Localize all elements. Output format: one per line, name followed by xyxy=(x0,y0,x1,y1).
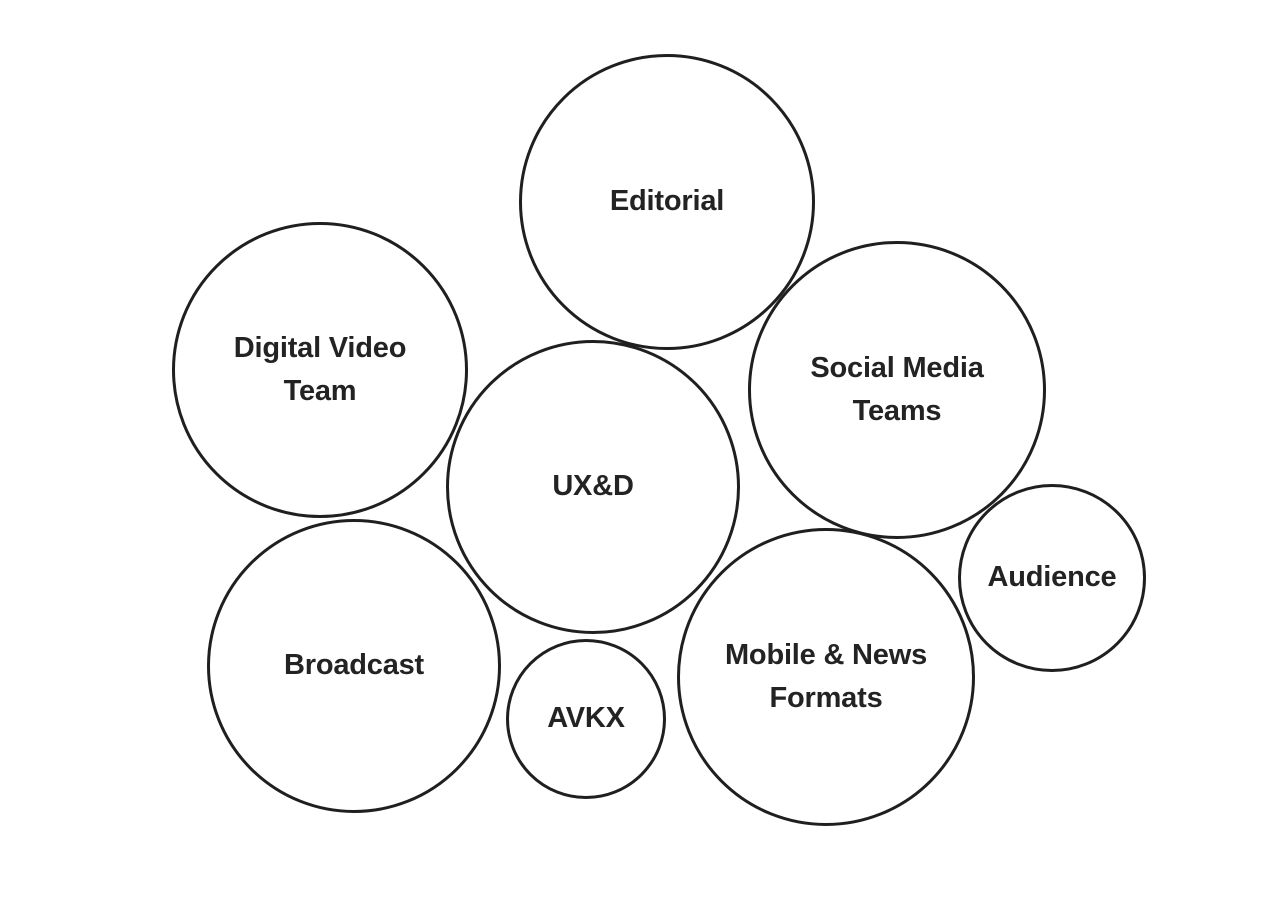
bubble-social-media-teams: Social Media Teams xyxy=(748,241,1046,539)
bubble-social-media-teams-label: Social Media Teams xyxy=(810,351,984,428)
bubble-mobile-news-formats-label: Mobile & News Formats xyxy=(724,638,928,715)
bubble-digital-video-team: Digital Video Team xyxy=(172,222,468,518)
bubble-avkx: AVKX xyxy=(506,639,666,799)
bubble-uxd-label: UX&D xyxy=(552,470,634,503)
bubble-editorial-label: Editorial xyxy=(609,185,725,218)
bubble-uxd: UX&D xyxy=(446,340,740,634)
bubble-avkx-label: AVKX xyxy=(547,702,625,735)
bubble-broadcast-label: Broadcast xyxy=(283,649,425,682)
bubble-broadcast: Broadcast xyxy=(207,519,501,813)
bubble-audience: Audience xyxy=(958,484,1146,672)
bubble-editorial: Editorial xyxy=(519,54,815,350)
bubble-audience-label: Audience xyxy=(987,561,1117,594)
bubble-mobile-news-formats: Mobile & News Formats xyxy=(677,528,975,826)
bubble-digital-video-team-label: Digital Video Team xyxy=(233,331,407,408)
